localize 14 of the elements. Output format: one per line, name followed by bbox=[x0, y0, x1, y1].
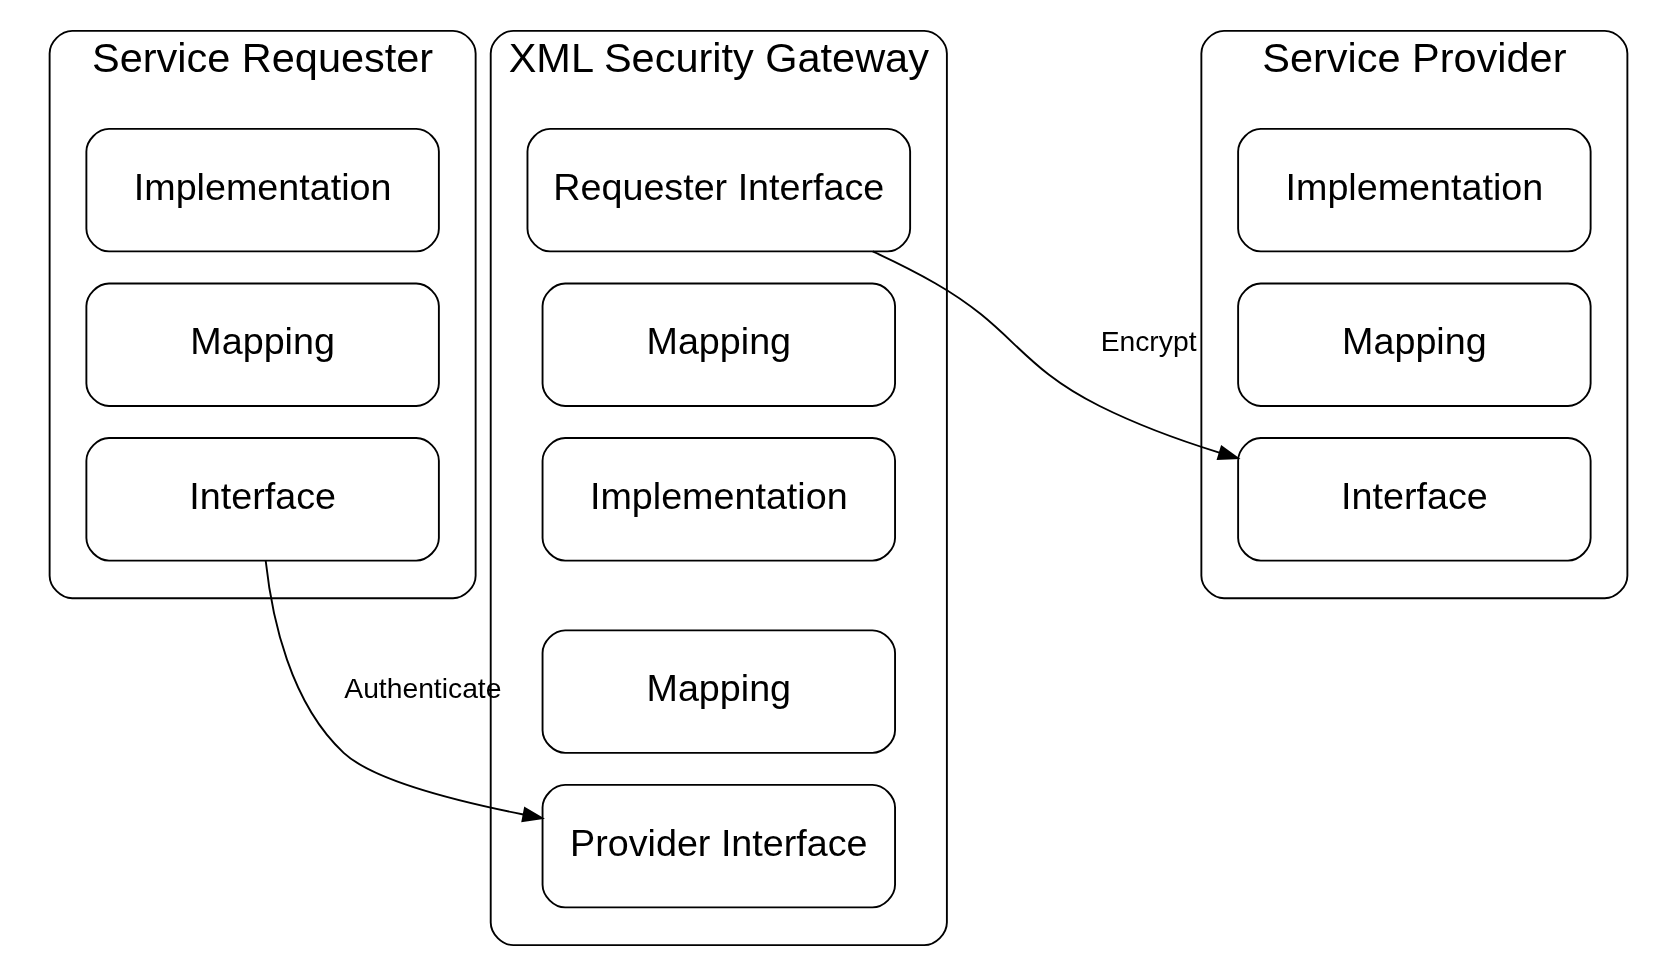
node-box: Implementation bbox=[84, 127, 440, 253]
node-box: Mapping bbox=[1236, 282, 1592, 407]
node-box: Provider Interface bbox=[541, 783, 896, 909]
arrow bbox=[871, 250, 1241, 461]
node-box: Mapping bbox=[84, 282, 440, 407]
node-box: Interface bbox=[84, 437, 440, 562]
node-box: Implementation bbox=[541, 437, 896, 562]
arrow bbox=[264, 559, 545, 823]
edge-label: Encrypt bbox=[1100, 325, 1196, 358]
node-box: Requester Interface bbox=[526, 127, 911, 253]
node-box: Mapping bbox=[541, 629, 896, 754]
node-box: Implementation bbox=[1236, 127, 1592, 253]
node-box: Interface bbox=[1236, 437, 1592, 562]
node-box: Mapping bbox=[541, 282, 896, 407]
